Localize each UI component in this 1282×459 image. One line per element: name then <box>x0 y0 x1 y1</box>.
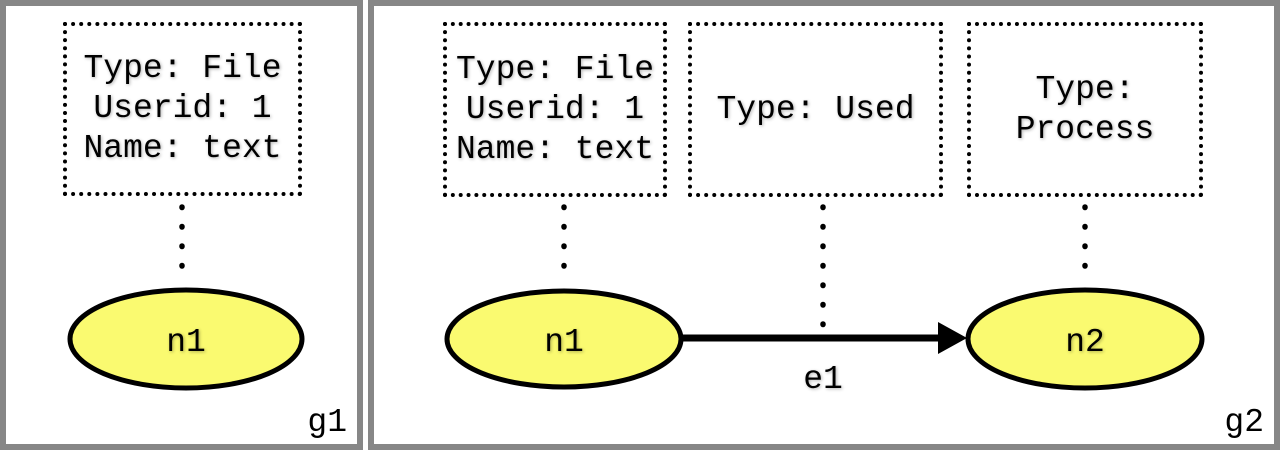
graph-panel-g2: e1 n1 n2 Type: File Userid: 1 Name: text… <box>368 0 1280 450</box>
property-box-n1-g1: Type: File Userid: 1 Name: text <box>63 22 302 196</box>
property-line-type: Type: File <box>455 50 655 88</box>
property-line-type: Type: <box>1035 70 1135 108</box>
property-line-type: Type: File <box>83 50 282 87</box>
graph-panel-g1: n1 Type: File Userid: 1 Name: text g1 <box>0 0 363 450</box>
edge-label-e1: e1 <box>803 361 843 398</box>
property-line-type: Type: Used <box>716 90 915 128</box>
node-label-n1-g1: n1 <box>166 324 206 361</box>
graph-drawing-g1: n1 <box>67 204 305 391</box>
node-label-n2-g2: n2 <box>1065 324 1105 361</box>
panel-label-g2: g2 <box>1224 404 1264 441</box>
property-box-e1-g2: Type: Used <box>688 22 943 197</box>
graph-drawing-g2: e1 n1 n2 <box>444 204 1205 398</box>
panel-label-g1: g1 <box>307 404 347 441</box>
edge-arrowhead-e1 <box>938 322 967 354</box>
node-ellipse-n1-g1 <box>67 287 305 391</box>
property-line-userid: Userid: 1 <box>93 90 272 127</box>
node-ellipse-n2-g2 <box>965 287 1205 391</box>
property-line-name: Name: text <box>83 130 282 167</box>
property-line-userid: Userid: 1 <box>465 90 645 128</box>
node-label-n1-g2: n1 <box>544 324 584 361</box>
property-line-name: Name: text <box>455 130 655 168</box>
node-ellipse-n1-g2 <box>444 288 684 390</box>
property-line-type-value: Process <box>1015 110 1155 148</box>
property-box-n1-g2: Type: File Userid: 1 Name: text <box>443 22 667 197</box>
property-box-n2-g2: Type: Process <box>967 22 1203 197</box>
